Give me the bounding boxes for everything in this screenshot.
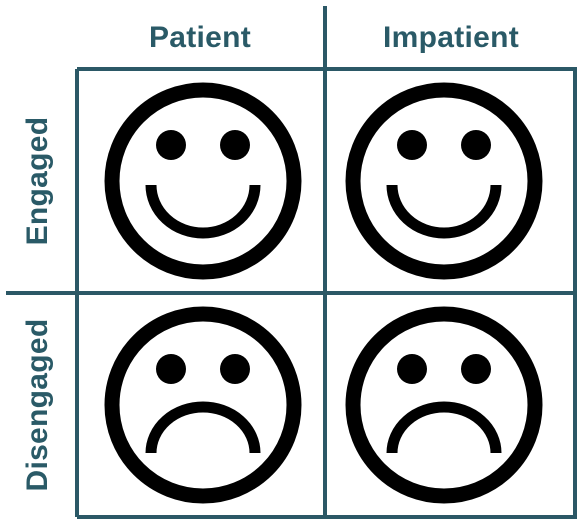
row-header-disengaged: Disengaged — [21, 318, 54, 492]
smiley-face-icon — [104, 82, 302, 280]
frowning-face-icon — [345, 306, 543, 504]
smiley-face-icon — [345, 82, 543, 280]
column-header-patient: Patient — [148, 21, 252, 54]
frowning-face-icon — [104, 306, 302, 504]
column-header-impatient: Impatient — [382, 21, 520, 54]
row-header-engaged: Engaged — [21, 116, 54, 246]
